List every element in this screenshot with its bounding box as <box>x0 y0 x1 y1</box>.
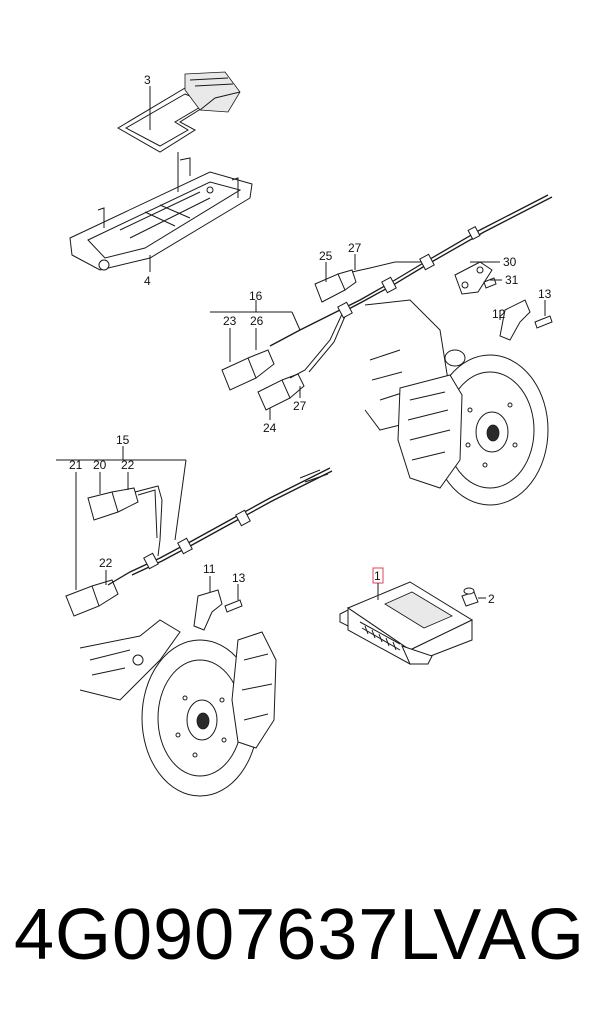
callout-24: 24 <box>263 421 277 435</box>
callout-21: 21 <box>69 458 83 472</box>
control-unit-part-1 <box>339 581 474 665</box>
callout-11: 11 <box>203 562 216 576</box>
callout-23: 23 <box>223 314 237 328</box>
callout-2: 2 <box>488 592 495 606</box>
callout-16: 16 <box>249 289 263 303</box>
callout-4: 4 <box>144 274 151 288</box>
callout-15: 15 <box>116 433 130 447</box>
callout-13-rear: 13 <box>232 571 246 585</box>
footer: 4G0907637L VAG <box>0 885 600 985</box>
cover-plate-part-3 <box>117 71 241 153</box>
callout-22-top: 22 <box>121 458 135 472</box>
callout-12: 12 <box>492 307 506 321</box>
front-wheel-speed-sensor-harness <box>221 194 553 411</box>
callout-30: 30 <box>503 255 517 269</box>
callout-3: 3 <box>144 73 151 87</box>
rear-wheel-speed-sensor-harness <box>65 467 333 617</box>
callout-1: 1 <box>374 569 381 583</box>
callout-26: 26 <box>250 314 264 328</box>
callout-27-bottom: 27 <box>293 399 307 413</box>
mounting-bracket-part-4 <box>69 152 253 271</box>
callout-20: 20 <box>93 458 107 472</box>
front-speed-sensor-part-12 <box>499 299 553 341</box>
parts-diagram: 3 4 <box>56 71 553 797</box>
callout-31: 31 <box>505 273 519 287</box>
rear-speed-sensor-part-11 <box>193 589 243 631</box>
callout-25: 25 <box>319 249 333 263</box>
brand-label: VAG <box>433 895 586 975</box>
rear-brake-assembly <box>79 619 277 797</box>
callout-13-front: 13 <box>538 287 552 301</box>
front-brake-assembly <box>364 299 549 506</box>
part-number: 4G0907637L <box>14 895 441 975</box>
nut-part-2 <box>461 587 479 607</box>
callout-27-top: 27 <box>348 241 362 255</box>
callout-22-bottom: 22 <box>99 556 113 570</box>
